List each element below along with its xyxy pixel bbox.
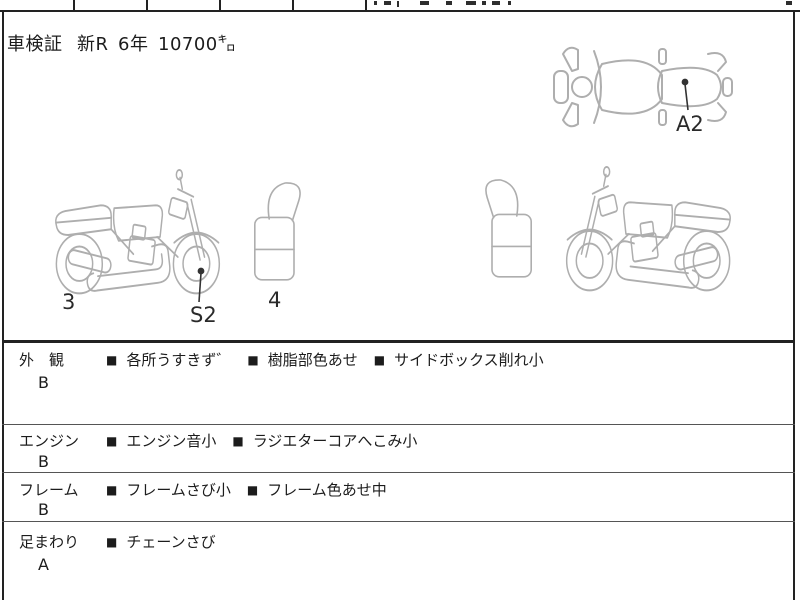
category-engine: エンジン xyxy=(19,432,80,450)
clipped-text-fragment xyxy=(446,1,452,5)
motorcycle-top-view-drawing xyxy=(553,46,733,128)
table-top-border xyxy=(2,340,795,343)
defect-item: 各所うすきず゛ xyxy=(126,351,232,369)
left-border xyxy=(2,11,4,600)
table-row-divider xyxy=(2,424,795,425)
defect-items: ■ フレームさび小 ■ フレーム色あせ中 xyxy=(106,479,403,500)
label-topview-point: A2 xyxy=(676,112,704,136)
label-front-point: 4 xyxy=(268,288,282,312)
defect-item: チェーンさび xyxy=(126,533,216,551)
defect-bullet-icon: ■ xyxy=(106,434,118,448)
defect-bullet-icon: ■ xyxy=(106,535,118,549)
clipped-text-fragment xyxy=(492,1,500,5)
clipped-text-fragment xyxy=(397,1,399,7)
defect-items: ■ チェーンさび xyxy=(106,531,232,552)
defect-item: サイドボックス削れ小 xyxy=(394,351,544,369)
category-frame: フレーム xyxy=(19,481,79,499)
registration-value: 新R xyxy=(77,34,109,55)
grade-exterior: B xyxy=(38,373,49,392)
side-box-drawing xyxy=(253,182,301,281)
clipped-text-fragment xyxy=(786,1,792,5)
clipped-text-fragment xyxy=(420,1,429,5)
label-engine-point: S2 xyxy=(190,303,217,327)
clipped-text-fragment xyxy=(384,1,391,5)
table-row-divider xyxy=(2,472,795,473)
motorcycle-side-view-left xyxy=(46,168,314,302)
defect-item: エンジン音小 xyxy=(126,432,217,450)
defect-bullet-icon: ■ xyxy=(106,483,118,497)
top-divider xyxy=(365,0,367,11)
defect-items: ■ 各所うすきず゛ ■ 樹脂部色あせ ■ サイドボックス削れ小 xyxy=(106,349,560,370)
category-exterior: 外 観 xyxy=(19,351,65,369)
motorcycle-side-view-right xyxy=(472,165,740,299)
clipped-text-fragment xyxy=(482,1,486,5)
defect-bullet-icon: ■ xyxy=(247,353,259,367)
clipped-text-fragment xyxy=(374,1,377,5)
right-border xyxy=(793,11,795,600)
defect-bullet-icon: ■ xyxy=(106,353,118,367)
defect-item: ラジエターコアへこみ小 xyxy=(252,432,418,450)
defect-bullet-icon: ■ xyxy=(373,353,386,367)
category-undercarriage: 足まわり xyxy=(19,533,80,551)
top-divider xyxy=(73,0,75,11)
top-divider xyxy=(146,0,148,11)
grade-undercarriage: A xyxy=(38,555,49,574)
motorcycle-side-drawing xyxy=(565,165,731,292)
top-divider xyxy=(292,0,294,11)
defect-bullet-icon: ■ xyxy=(232,434,244,448)
clipped-text-fragment xyxy=(466,1,476,5)
grade-frame: B xyxy=(38,500,49,519)
defect-items: ■ エンジン音小 ■ ラジエターコアへこみ小 xyxy=(106,430,433,451)
label-rear-point: 3 xyxy=(62,290,76,314)
mileage-value: 10700㌔ xyxy=(158,34,237,55)
top-divider xyxy=(219,0,221,11)
table-row-divider xyxy=(2,521,795,522)
year-value: 6年 xyxy=(118,34,149,55)
defect-item: フレーム色あせ中 xyxy=(267,481,387,499)
grade-engine: B xyxy=(38,452,49,471)
side-box-drawing xyxy=(485,179,532,278)
top-border xyxy=(0,10,800,12)
defect-bullet-icon: ■ xyxy=(246,483,259,497)
defect-item: 樹脂部色あせ xyxy=(267,351,358,369)
motorcycle-side-drawing xyxy=(55,168,221,295)
doc-label: 車検証 xyxy=(7,34,63,55)
clipped-text-fragment xyxy=(508,1,511,5)
defect-item: フレームさび小 xyxy=(126,481,231,499)
